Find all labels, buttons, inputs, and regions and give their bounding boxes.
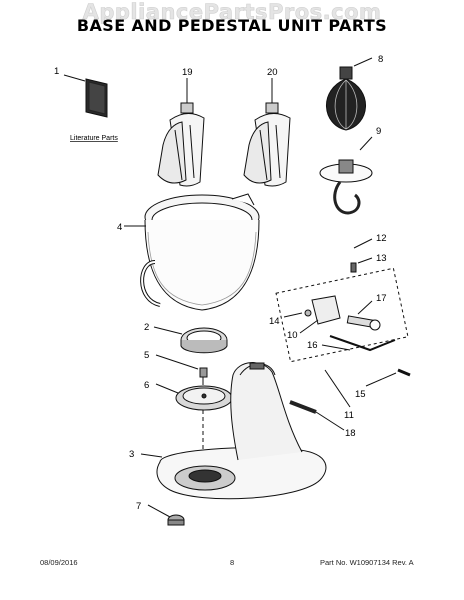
flat-beater[interactable] [157,90,205,187]
callout-12: 12 [376,233,387,244]
literature-parts-label: Literature Parts [70,135,118,142]
callout-16: 16 [307,340,318,351]
footer-page-number: 8 [230,558,235,567]
callout-line-2 [153,326,183,335]
callout-9: 9 [376,126,381,137]
callout-4: 4 [117,222,122,233]
callout-20: 20 [267,67,278,78]
callout-5: 5 [144,350,149,361]
page-title: BASE AND PEDESTAL UNIT PARTS [76,16,388,35]
callout-17: 17 [376,293,387,304]
mixing-bowl[interactable] [140,193,260,311]
callout-line-9 [359,136,373,151]
callout-line-7 [147,504,171,518]
footer-date: 08/09/2016 [40,558,78,567]
callout-line-10 [299,319,319,334]
flat-beater-alt[interactable] [243,90,291,187]
foot[interactable] [167,514,185,526]
callout-line-8 [353,57,373,67]
hinge-pin[interactable] [289,400,317,414]
lock-screw[interactable] [350,262,357,273]
callout-line-11 [324,369,351,408]
callout-line-6 [155,383,179,394]
footer-part-number: Part No. W10907134 Rev. A [320,558,414,567]
callout-1: 1 [54,66,59,77]
callout-8: 8 [378,54,383,65]
clamping-plate[interactable] [180,327,228,354]
dough-hook[interactable] [319,159,373,215]
bowl-clamping-plate[interactable] [175,385,233,411]
callout-line-18 [315,411,345,431]
callout-3: 3 [129,449,134,460]
callout-line-12 [353,238,373,249]
callout-line-5 [155,354,199,370]
callout-6: 6 [144,380,149,391]
callout-11: 11 [344,410,354,421]
lock-lever[interactable] [346,315,381,331]
callout-line-15 [365,372,397,387]
screw[interactable] [199,367,208,385]
mixer-base[interactable] [156,362,327,500]
callout-18: 18 [345,428,356,439]
callout-line-13 [357,257,373,264]
callout-13: 13 [376,253,387,264]
callout-line-3 [140,453,163,458]
callout-2: 2 [144,322,149,333]
callout-line-1 [63,74,86,82]
callout-10: 10 [287,330,298,341]
literature-booklet[interactable] [85,78,108,118]
callout-7: 7 [136,501,141,512]
callout-line-17 [357,300,373,315]
callout-line-16 [321,344,351,351]
lock-bracket[interactable] [304,295,341,325]
watermark: AppliancePartsPros.com [82,0,382,24]
callout-14: 14 [269,316,280,327]
lock-rod[interactable] [329,335,411,377]
callout-15: 15 [355,389,366,400]
wire-whip[interactable] [326,66,366,131]
callout-line-14 [283,312,303,318]
lock-assembly-box [275,267,409,363]
callout-19: 19 [182,67,193,78]
